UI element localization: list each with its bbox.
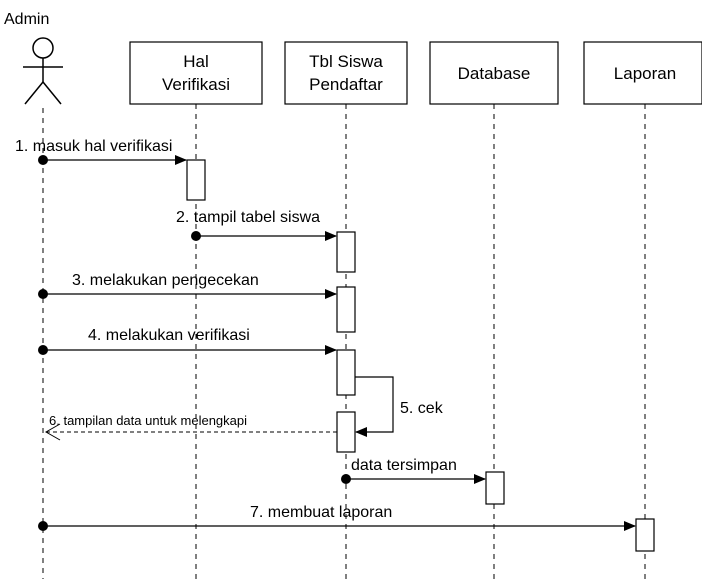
actor-label: Admin	[4, 11, 49, 28]
lifeline-label-tbl-siswa-2: Pendaftar	[309, 75, 383, 94]
message-1-label: 1. masuk hal verifikasi	[15, 138, 172, 155]
activation-tbl-siswa-4	[336, 411, 356, 453]
message-4: 4. melakukan verifikasi	[38, 327, 337, 355]
activation-tbl-siswa-1	[336, 231, 356, 273]
lifeline-label-tbl-siswa-1: Tbl Siswa	[309, 52, 383, 71]
message-5-label: 5. cek	[400, 400, 444, 417]
message-2-label: 2. tampil tabel siswa	[176, 209, 320, 226]
lifeline-head-hal-verifikasi: Hal Verifikasi	[129, 41, 263, 105]
lifeline-label-hal-verifikasi-2: Verifikasi	[162, 75, 230, 94]
message-data-tersimpan-label: data tersimpan	[351, 457, 457, 474]
message-6-return: 6. tampilan data untuk melengkapi	[44, 413, 337, 441]
lifeline-head-laporan: Laporan	[583, 41, 702, 105]
message-2: 2. tampil tabel siswa	[176, 209, 337, 241]
message-5-self: 5. cek	[355, 376, 444, 437]
lifeline-label-laporan: Laporan	[614, 64, 676, 83]
actor-figure	[23, 37, 63, 105]
message-4-label: 4. melakukan verifikasi	[88, 327, 250, 344]
message-1: 1. masuk hal verifikasi	[15, 138, 187, 165]
message-3: 3. melakukan pengecekan	[38, 272, 337, 299]
message-7-label: 7. membuat laporan	[250, 504, 392, 521]
lifeline-label-hal-verifikasi-1: Hal	[183, 52, 209, 71]
activation-tbl-siswa-3	[336, 349, 356, 396]
activation-hal-verifikasi	[186, 159, 206, 201]
message-7: 7. membuat laporan	[38, 504, 636, 531]
message-data-tersimpan: data tersimpan	[341, 457, 486, 484]
activation-tbl-siswa-2	[336, 286, 356, 333]
lifeline-head-database: Database	[429, 41, 559, 105]
message-6-label: 6. tampilan data untuk melengkapi	[49, 413, 247, 428]
lifeline-label-database: Database	[458, 64, 531, 83]
message-3-label: 3. melakukan pengecekan	[72, 272, 259, 289]
activation-laporan	[635, 518, 655, 552]
activation-database	[485, 471, 505, 505]
lifeline-head-tbl-siswa-pendaftar: Tbl Siswa Pendaftar	[284, 41, 408, 105]
